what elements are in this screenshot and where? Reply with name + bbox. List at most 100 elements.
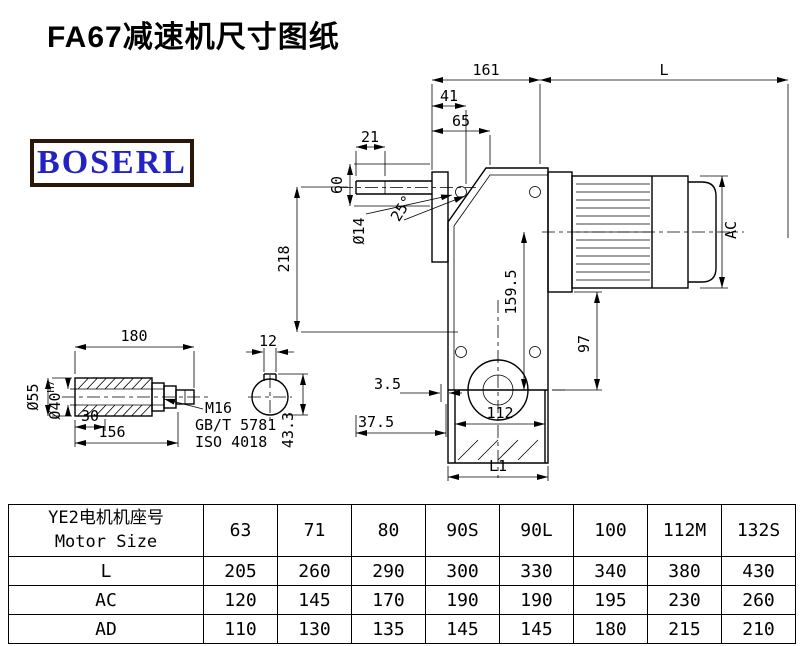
dim-37-5: 37.5 bbox=[355, 404, 447, 437]
dim-L1-label: L1 bbox=[489, 457, 507, 475]
dim-156: 156 bbox=[74, 412, 179, 447]
spec-value-cell: 180 bbox=[573, 614, 648, 644]
dim-angle-25: 25° bbox=[387, 192, 466, 225]
gearbox-housing bbox=[431, 167, 568, 478]
dim-30: 30 bbox=[75, 407, 106, 431]
dim-L-label: L bbox=[659, 61, 668, 79]
dim-3-5: 3.5 bbox=[374, 375, 462, 402]
spec-value-cell: 260 bbox=[277, 556, 352, 586]
dim-30-label: 30 bbox=[81, 407, 99, 425]
dim-65: 65 bbox=[432, 112, 491, 165]
fan-cover bbox=[688, 181, 717, 283]
dim-41: 41 bbox=[432, 87, 467, 184]
dim-37-5-label: 37.5 bbox=[358, 413, 394, 431]
spec-row-label: AC bbox=[8, 585, 204, 615]
spec-value-cell: 130 bbox=[277, 614, 352, 644]
spec-value-cell: 215 bbox=[647, 614, 722, 644]
dim-dia14: Ø14 bbox=[350, 194, 453, 245]
input-shaft bbox=[340, 180, 476, 195]
bolt-std-gb-label: GB/T 5781 bbox=[195, 416, 276, 434]
motor-size-col-header: 112M bbox=[647, 504, 722, 557]
spec-value-cell: 145 bbox=[277, 585, 352, 615]
motor-size-col-header: 63 bbox=[203, 504, 278, 557]
table-row-AD: AD 110 130 135 145 145 180 215 210 bbox=[8, 614, 796, 644]
motor-size-col-header: 71 bbox=[277, 504, 352, 557]
dim-159-5-label: 159.5 bbox=[502, 269, 520, 314]
detail-view: 180 Ø55 Ø40H7 30 156 M16 bbox=[24, 327, 308, 451]
bolt-callout: M16 GB/T 5781 ISO 4018 bbox=[163, 398, 276, 451]
motor-size-col-header: 90L bbox=[499, 504, 574, 557]
bolt-thread-label: M16 bbox=[205, 399, 232, 417]
motor-size-header-cell: YE2电机机座号 Motor Size bbox=[8, 504, 204, 557]
dim-43-3-label: 43.3 bbox=[279, 412, 297, 448]
shaft-section bbox=[62, 377, 212, 417]
table-row-L: L 205 260 290 300 330 340 380 430 bbox=[8, 556, 796, 586]
dim-156-label: 156 bbox=[98, 423, 125, 441]
spec-table: YE2电机机座号 Motor Size 63 71 80 90S 90L 100… bbox=[8, 504, 796, 644]
spec-value-cell: 230 bbox=[647, 585, 722, 615]
dim-angle-25-label: 25° bbox=[387, 192, 417, 225]
spec-value-cell: 260 bbox=[721, 585, 796, 615]
spec-value-cell: 430 bbox=[721, 556, 796, 586]
dim-112: 112 bbox=[455, 404, 545, 427]
dim-dia40-label: Ø40H7 bbox=[46, 380, 64, 419]
shaft-hatch bbox=[77, 378, 152, 416]
dim-112-label: 112 bbox=[486, 404, 513, 422]
dim-21-label: 21 bbox=[361, 128, 379, 146]
dim-159-5: 159.5 bbox=[502, 232, 527, 390]
spec-value-cell: 205 bbox=[203, 556, 278, 586]
motor-size-header-cn: YE2电机机座号 bbox=[48, 507, 164, 528]
spec-value-cell: 120 bbox=[203, 585, 278, 615]
motor bbox=[542, 171, 744, 293]
dim-AC-label: AC bbox=[722, 221, 740, 239]
dim-12-label: 12 bbox=[259, 332, 277, 350]
dim-41-label: 41 bbox=[440, 87, 458, 105]
spec-value-cell: 330 bbox=[499, 556, 574, 586]
spec-row-label: AD bbox=[8, 614, 204, 644]
spec-value-cell: 170 bbox=[351, 585, 426, 615]
dim-161-label: 161 bbox=[472, 61, 499, 79]
motor-fins bbox=[576, 183, 650, 281]
shaft-end-view bbox=[248, 373, 292, 419]
dim-dia40: Ø40H7 bbox=[46, 378, 77, 420]
technical-drawing: 161 L 41 65 21 60 bbox=[24, 61, 789, 481]
spec-value-cell: 195 bbox=[573, 585, 648, 615]
dim-218: 218 bbox=[275, 186, 458, 333]
spec-value-cell: 380 bbox=[647, 556, 722, 586]
motor-size-col-header: 90S bbox=[425, 504, 500, 557]
spec-value-cell: 110 bbox=[203, 614, 278, 644]
dim-180-label: 180 bbox=[120, 327, 147, 345]
spec-value-cell: 190 bbox=[499, 585, 574, 615]
motor-size-col-header: 80 bbox=[351, 504, 426, 557]
motor-size-col-header: 100 bbox=[573, 504, 648, 557]
dim-12: 12 bbox=[246, 332, 294, 372]
bolt-std-iso-label: ISO 4018 bbox=[195, 433, 267, 451]
spec-value-cell: 300 bbox=[425, 556, 500, 586]
dim-97: 97 bbox=[552, 291, 602, 391]
dim-161: 161 bbox=[431, 61, 541, 170]
dim-AC: AC bbox=[700, 175, 740, 289]
dim-65-label: 65 bbox=[452, 112, 470, 130]
motor-size-header-en: Motor Size bbox=[54, 531, 158, 552]
dim-180: 180 bbox=[74, 327, 195, 388]
dim-L: L bbox=[540, 61, 789, 238]
spec-value-cell: 290 bbox=[351, 556, 426, 586]
table-row-AC: AC 120 145 170 190 190 195 230 260 bbox=[8, 585, 796, 615]
spec-value-cell: 135 bbox=[351, 614, 426, 644]
dim-43-3: 43.3 bbox=[278, 373, 308, 448]
dim-dia55-label: Ø55 bbox=[24, 383, 42, 410]
dim-dia14-label: Ø14 bbox=[350, 217, 368, 244]
brand-logo-text: BOSERL bbox=[37, 144, 187, 181]
dim-60: 60 bbox=[328, 163, 430, 207]
spec-row-label: L bbox=[8, 556, 204, 586]
main-view: 161 L 41 65 21 60 bbox=[275, 61, 789, 481]
spec-value-cell: 145 bbox=[425, 614, 500, 644]
brand-logo: BOSERL bbox=[30, 139, 194, 187]
spec-value-cell: 340 bbox=[573, 556, 648, 586]
dim-97-label: 97 bbox=[575, 335, 593, 353]
motor-size-col-header: 132S bbox=[721, 504, 796, 557]
table-header-row: YE2电机机座号 Motor Size 63 71 80 90S 90L 100… bbox=[8, 504, 796, 557]
flange-section-hatch bbox=[457, 439, 539, 461]
dim-21: 21 bbox=[355, 128, 386, 176]
page-title: FA67减速机尺寸图纸 bbox=[47, 21, 340, 54]
